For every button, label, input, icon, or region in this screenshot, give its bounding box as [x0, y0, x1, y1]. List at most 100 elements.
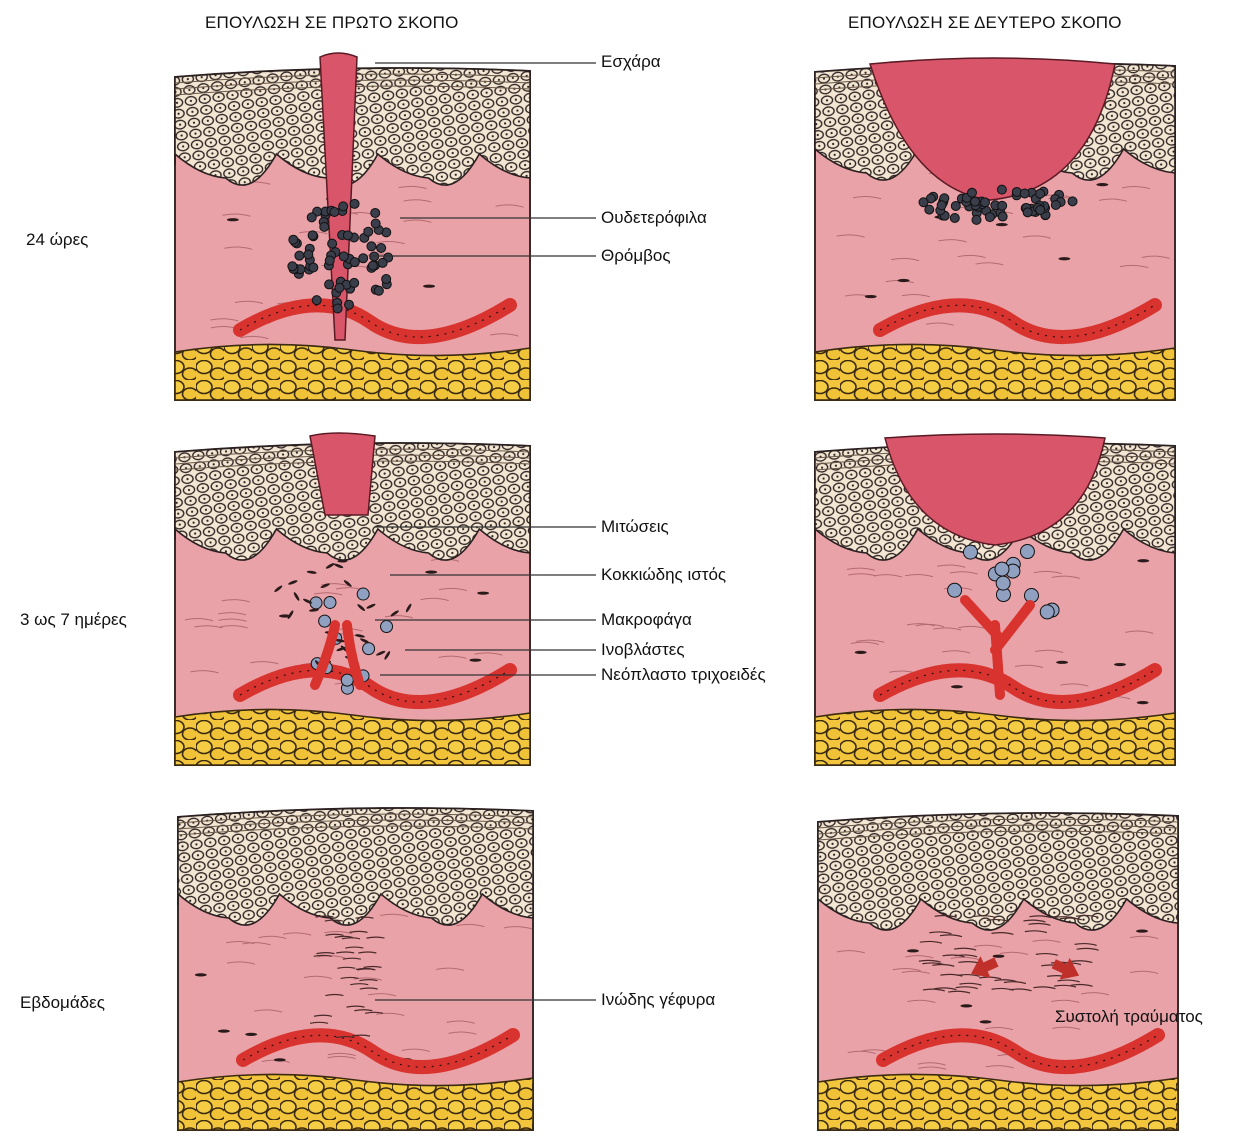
stage-label-3-7d: 3 ως 7 ημέρες	[20, 610, 127, 630]
fibroblast-nucleus	[218, 1029, 230, 1032]
neutrophil	[997, 185, 1006, 194]
neutrophil	[333, 304, 342, 313]
neutrophil	[985, 213, 994, 222]
macrophage	[948, 583, 962, 597]
fibroblast-nucleus	[1058, 257, 1070, 260]
fibroblast-nucleus	[227, 218, 239, 221]
neutrophil	[309, 263, 318, 272]
fibroblast-nucleus	[274, 1058, 286, 1061]
neutrophil	[374, 286, 383, 295]
panel-secondary-24h	[815, 58, 1175, 400]
fibroblast-nucleus	[1114, 663, 1126, 666]
macrophage	[357, 588, 369, 600]
label-macrophages: Μακροφάγα	[601, 610, 692, 630]
neutrophil	[367, 242, 376, 251]
neutrophil	[967, 188, 976, 197]
neutrophil	[1020, 189, 1029, 198]
neutrophil	[308, 231, 317, 240]
fibroblast-nucleus	[980, 1020, 992, 1023]
macrophage	[963, 545, 977, 559]
neutrophil	[950, 213, 959, 222]
neutrophil	[328, 239, 337, 248]
fibroblast-nucleus	[1137, 559, 1149, 562]
neutrophil	[295, 251, 304, 260]
neutrophil	[371, 219, 380, 228]
stage-label-weeks: Εβδομάδες	[20, 993, 105, 1013]
macrophage	[1040, 605, 1054, 619]
neutrophil	[350, 199, 359, 208]
fibroblast-nucleus	[898, 279, 910, 282]
neutrophil	[288, 262, 297, 271]
neutrophil	[1036, 206, 1045, 215]
neutrophil	[1051, 201, 1060, 210]
neutrophil	[364, 227, 373, 236]
macrophage	[996, 576, 1010, 590]
neutrophil	[359, 254, 368, 263]
label-eschar: Εσχάρα	[601, 52, 661, 72]
fibroblast-nucleus	[865, 295, 877, 298]
fibroblast-nucleus	[469, 659, 481, 662]
neutrophil	[998, 212, 1007, 221]
fibroblast-nucleus	[1056, 661, 1068, 664]
neutrophil	[377, 244, 386, 253]
fibroblast-nucleus	[907, 949, 919, 952]
fibroblast-nucleus	[425, 571, 437, 574]
fibroblast-nucleus	[951, 685, 963, 688]
fibroblast-nucleus	[477, 592, 489, 595]
panel-primary-3-7d	[175, 433, 530, 765]
fibroblast-nucleus	[195, 973, 207, 976]
macrophage	[363, 643, 375, 655]
panel-primary-24h	[175, 53, 530, 400]
neutrophil	[980, 198, 989, 207]
label-mitoses: Μιτώσεις	[601, 517, 669, 537]
fibroblast-nucleus	[423, 285, 435, 288]
neutrophil	[1036, 189, 1045, 198]
stage-label-24h: 24 ώρες	[26, 230, 88, 250]
neutrophil	[382, 275, 391, 284]
panel-secondary-3-7d	[815, 434, 1175, 765]
panel-secondary-weeks	[818, 813, 1178, 1130]
label-clot: Θρόμβος	[601, 246, 671, 266]
fibroblast-nucleus	[245, 1033, 257, 1036]
panel-primary-weeks	[178, 808, 533, 1130]
neutrophil	[343, 231, 352, 240]
neutrophil	[307, 213, 316, 222]
neutrophil	[350, 278, 359, 287]
fibroblast-nucleus	[855, 651, 867, 654]
header-secondary-intention: ΕΠΟΥΛΩΣΗ ΣΕ ΔΕΥΤΕΡΟ ΣΚΟΠΟ	[848, 13, 1122, 33]
neutrophil	[350, 258, 359, 267]
label-granulation-tissue: Κοκκιώδης ιστός	[601, 565, 726, 585]
neutrophil	[330, 207, 339, 216]
neutrophil	[951, 201, 960, 210]
neutrophil	[339, 252, 348, 261]
macrophage	[1020, 545, 1034, 559]
macrophage	[995, 562, 1009, 576]
header-primary-intention: ΕΠΟΥΛΩΣΗ ΣΕ ΠΡΩΤΟ ΣΚΟΠΟ	[205, 13, 459, 33]
neutrophil	[368, 261, 377, 270]
neutrophil	[320, 222, 329, 231]
neutrophil	[1023, 208, 1032, 217]
macrophage	[341, 674, 353, 686]
neutrophil	[312, 296, 321, 305]
fibroblast-nucleus	[1136, 929, 1148, 932]
neutrophil	[971, 197, 980, 206]
neutrophil	[289, 235, 298, 244]
neutrophil	[344, 300, 353, 309]
fibroblast-nucleus	[996, 223, 1008, 226]
label-fibrous-bridge: Ινώδης γέφυρα	[601, 990, 715, 1010]
fibroblast-nucleus	[993, 955, 1005, 958]
fibroblast-nucleus	[960, 1004, 972, 1007]
neutrophil	[937, 201, 946, 210]
fibroblast-nucleus	[1096, 183, 1108, 186]
neutrophil	[998, 201, 1007, 210]
fibroblast-nucleus	[1137, 701, 1149, 704]
neutrophil	[1068, 197, 1077, 206]
neutrophil	[335, 283, 344, 292]
neutrophil	[325, 280, 334, 289]
macrophage	[324, 596, 336, 608]
neutrophil	[371, 208, 380, 217]
neutrophil	[378, 258, 387, 267]
neutrophil	[339, 202, 348, 211]
neutrophil	[304, 250, 313, 259]
macrophage	[319, 615, 331, 627]
